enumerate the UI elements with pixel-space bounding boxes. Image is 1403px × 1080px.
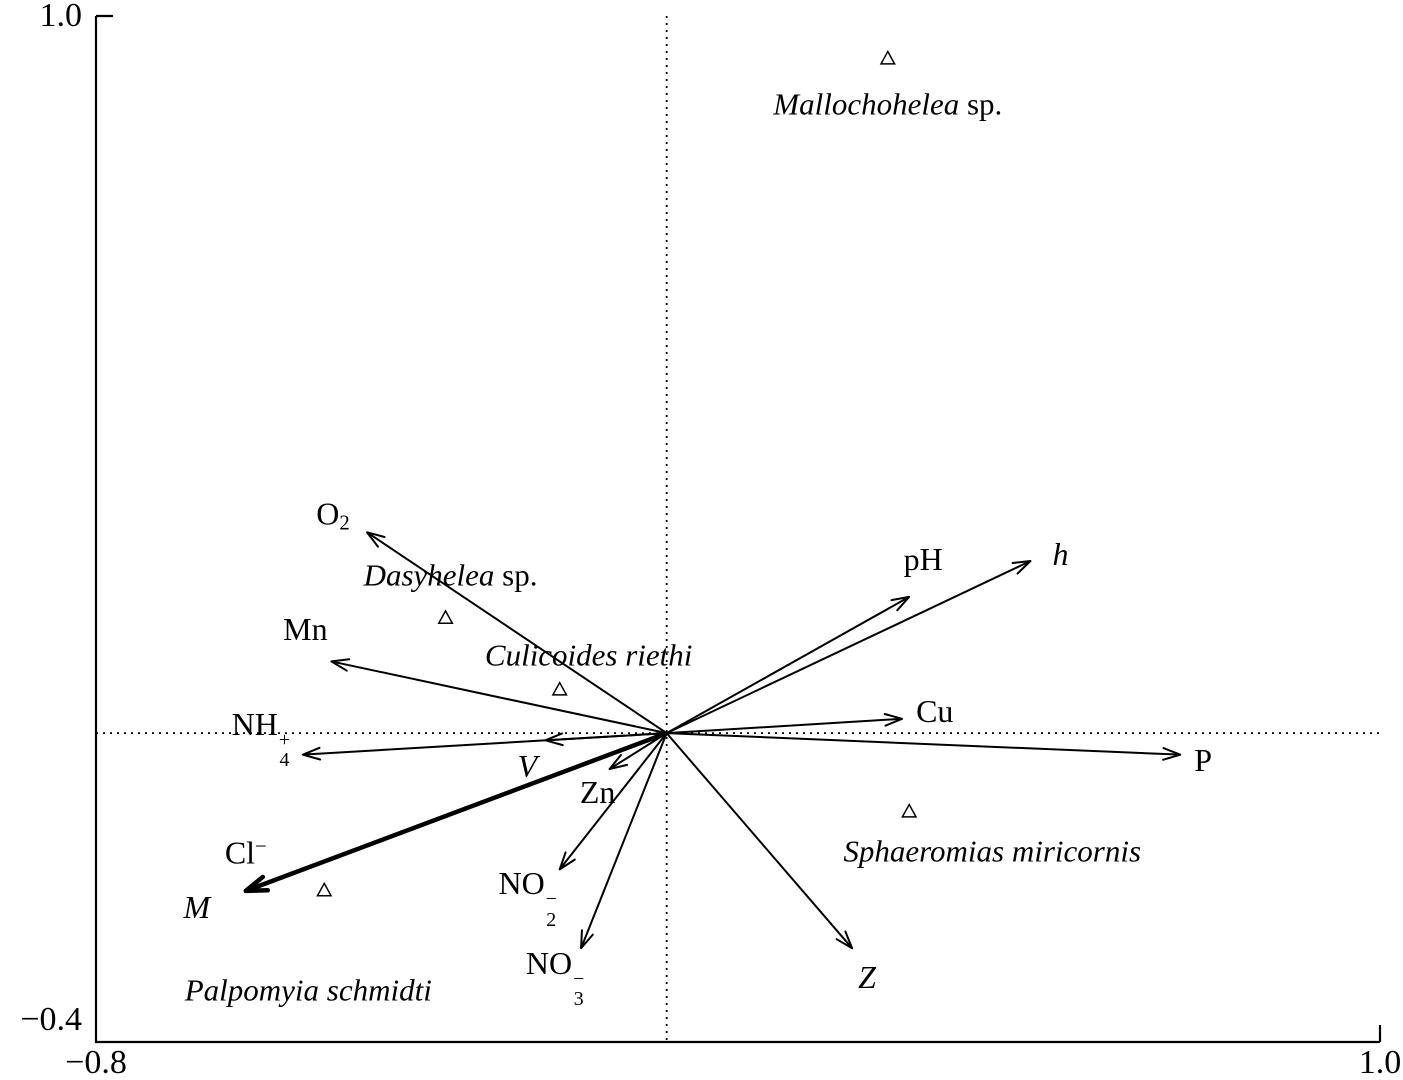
vector-arrow-h bbox=[666, 560, 1032, 735]
vector-arrow-V bbox=[544, 732, 667, 747]
vector-arrow-Zn bbox=[608, 732, 668, 770]
vector-arrow-M bbox=[243, 731, 668, 894]
species-point-mallochohelea-sp bbox=[879, 49, 896, 65]
vector-arrow-NO3 bbox=[580, 732, 668, 950]
vector-arrow-O2 bbox=[366, 531, 668, 734]
axis-frame bbox=[94, 16, 1380, 1044]
vector-arrow-Z bbox=[665, 732, 854, 950]
vector-arrow-Mn bbox=[330, 658, 667, 735]
vector-arrow-pH bbox=[666, 595, 911, 735]
vector-arrow-Cu bbox=[666, 713, 904, 735]
vector-arrow-NO2 bbox=[558, 732, 668, 871]
species-point-sphaeromias-miricornis bbox=[901, 802, 918, 818]
species-point-dasyhelea-sp bbox=[437, 609, 454, 624]
species-point-culicoides-riethi bbox=[551, 681, 568, 696]
species-point-palpomyia-schmidti bbox=[316, 881, 333, 897]
vector-arrow-P bbox=[666, 732, 1182, 761]
